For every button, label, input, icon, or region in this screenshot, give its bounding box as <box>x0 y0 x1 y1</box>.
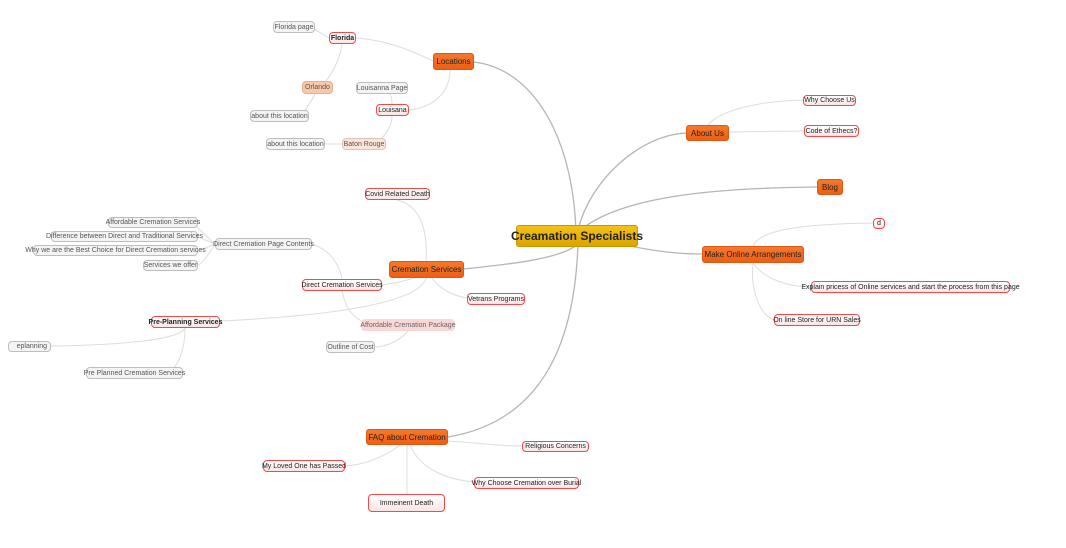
node-florida-page[interactable]: Florida page <box>273 21 315 33</box>
node-pre-planned[interactable]: Pre Planned Cremation Services <box>84 367 185 379</box>
node-make-online-arrangements[interactable]: Make Online Arrangements <box>702 246 804 263</box>
node-direct-cremation[interactable]: Direct Cremation Services <box>301 279 383 291</box>
node-baton-about[interactable]: about this location <box>266 138 325 150</box>
node-outline-of-cost[interactable]: Outline of Cost <box>326 341 375 353</box>
node-vetrans[interactable]: Vetrans Programs <box>467 293 525 305</box>
node-loved-one[interactable]: My Loved One has Passed <box>262 460 346 472</box>
node-code-of-ethics[interactable]: Code of Ethecs? <box>804 125 859 137</box>
node-locations[interactable]: Locations <box>433 53 474 70</box>
node-page-contents[interactable]: Direct Cremation Page Contents <box>213 238 314 250</box>
node-affordable-package[interactable]: Affordable Cremation Package <box>360 319 456 331</box>
node-about-us[interactable]: About Us <box>686 125 729 141</box>
node-why-burial[interactable]: Why Choose Cremation over Burial <box>472 477 581 489</box>
node-eplanning[interactable]: eplanning <box>8 341 51 352</box>
node-explain-process[interactable]: Explain pricess of Online services and s… <box>801 281 1020 293</box>
node-online-store[interactable]: On line Store for URN Sales <box>773 314 861 326</box>
node-baton-rouge[interactable]: Baton Rouge <box>342 138 386 150</box>
node-pre-planning[interactable]: Pre-Planning Services <box>149 316 222 328</box>
node-d[interactable]: d <box>873 218 885 229</box>
node-cremation-services[interactable]: Cremation Services <box>389 261 464 278</box>
node-affordable-services[interactable]: Affordable Cremation Services <box>105 217 201 228</box>
node-orlando-about[interactable]: about this location <box>250 110 309 122</box>
node-louisiana-page[interactable]: Louisanna Page <box>356 82 408 94</box>
node-services-offer[interactable]: Services we offer <box>143 260 198 271</box>
node-why-choose-us[interactable]: Why Choose Us <box>803 95 856 106</box>
node-imminent-death[interactable]: Immeinent Death <box>368 494 445 512</box>
node-blog[interactable]: Blog <box>817 179 843 195</box>
node-difference[interactable]: Difference between Direct and Traditiona… <box>45 231 204 242</box>
node-louisiana[interactable]: Louisana <box>376 104 409 116</box>
node-why-best[interactable]: Why we are the Best Choice for Direct Cr… <box>25 245 206 256</box>
node-covid[interactable]: Covid Related Death <box>365 188 430 200</box>
node-faq[interactable]: FAQ about Cremation <box>366 429 448 445</box>
root-node[interactable]: Creamation Specialists <box>511 225 643 247</box>
node-orlando[interactable]: Orlando <box>302 81 333 94</box>
node-religious[interactable]: Religious Concerns <box>522 441 589 452</box>
node-florida[interactable]: Florida <box>329 32 356 44</box>
